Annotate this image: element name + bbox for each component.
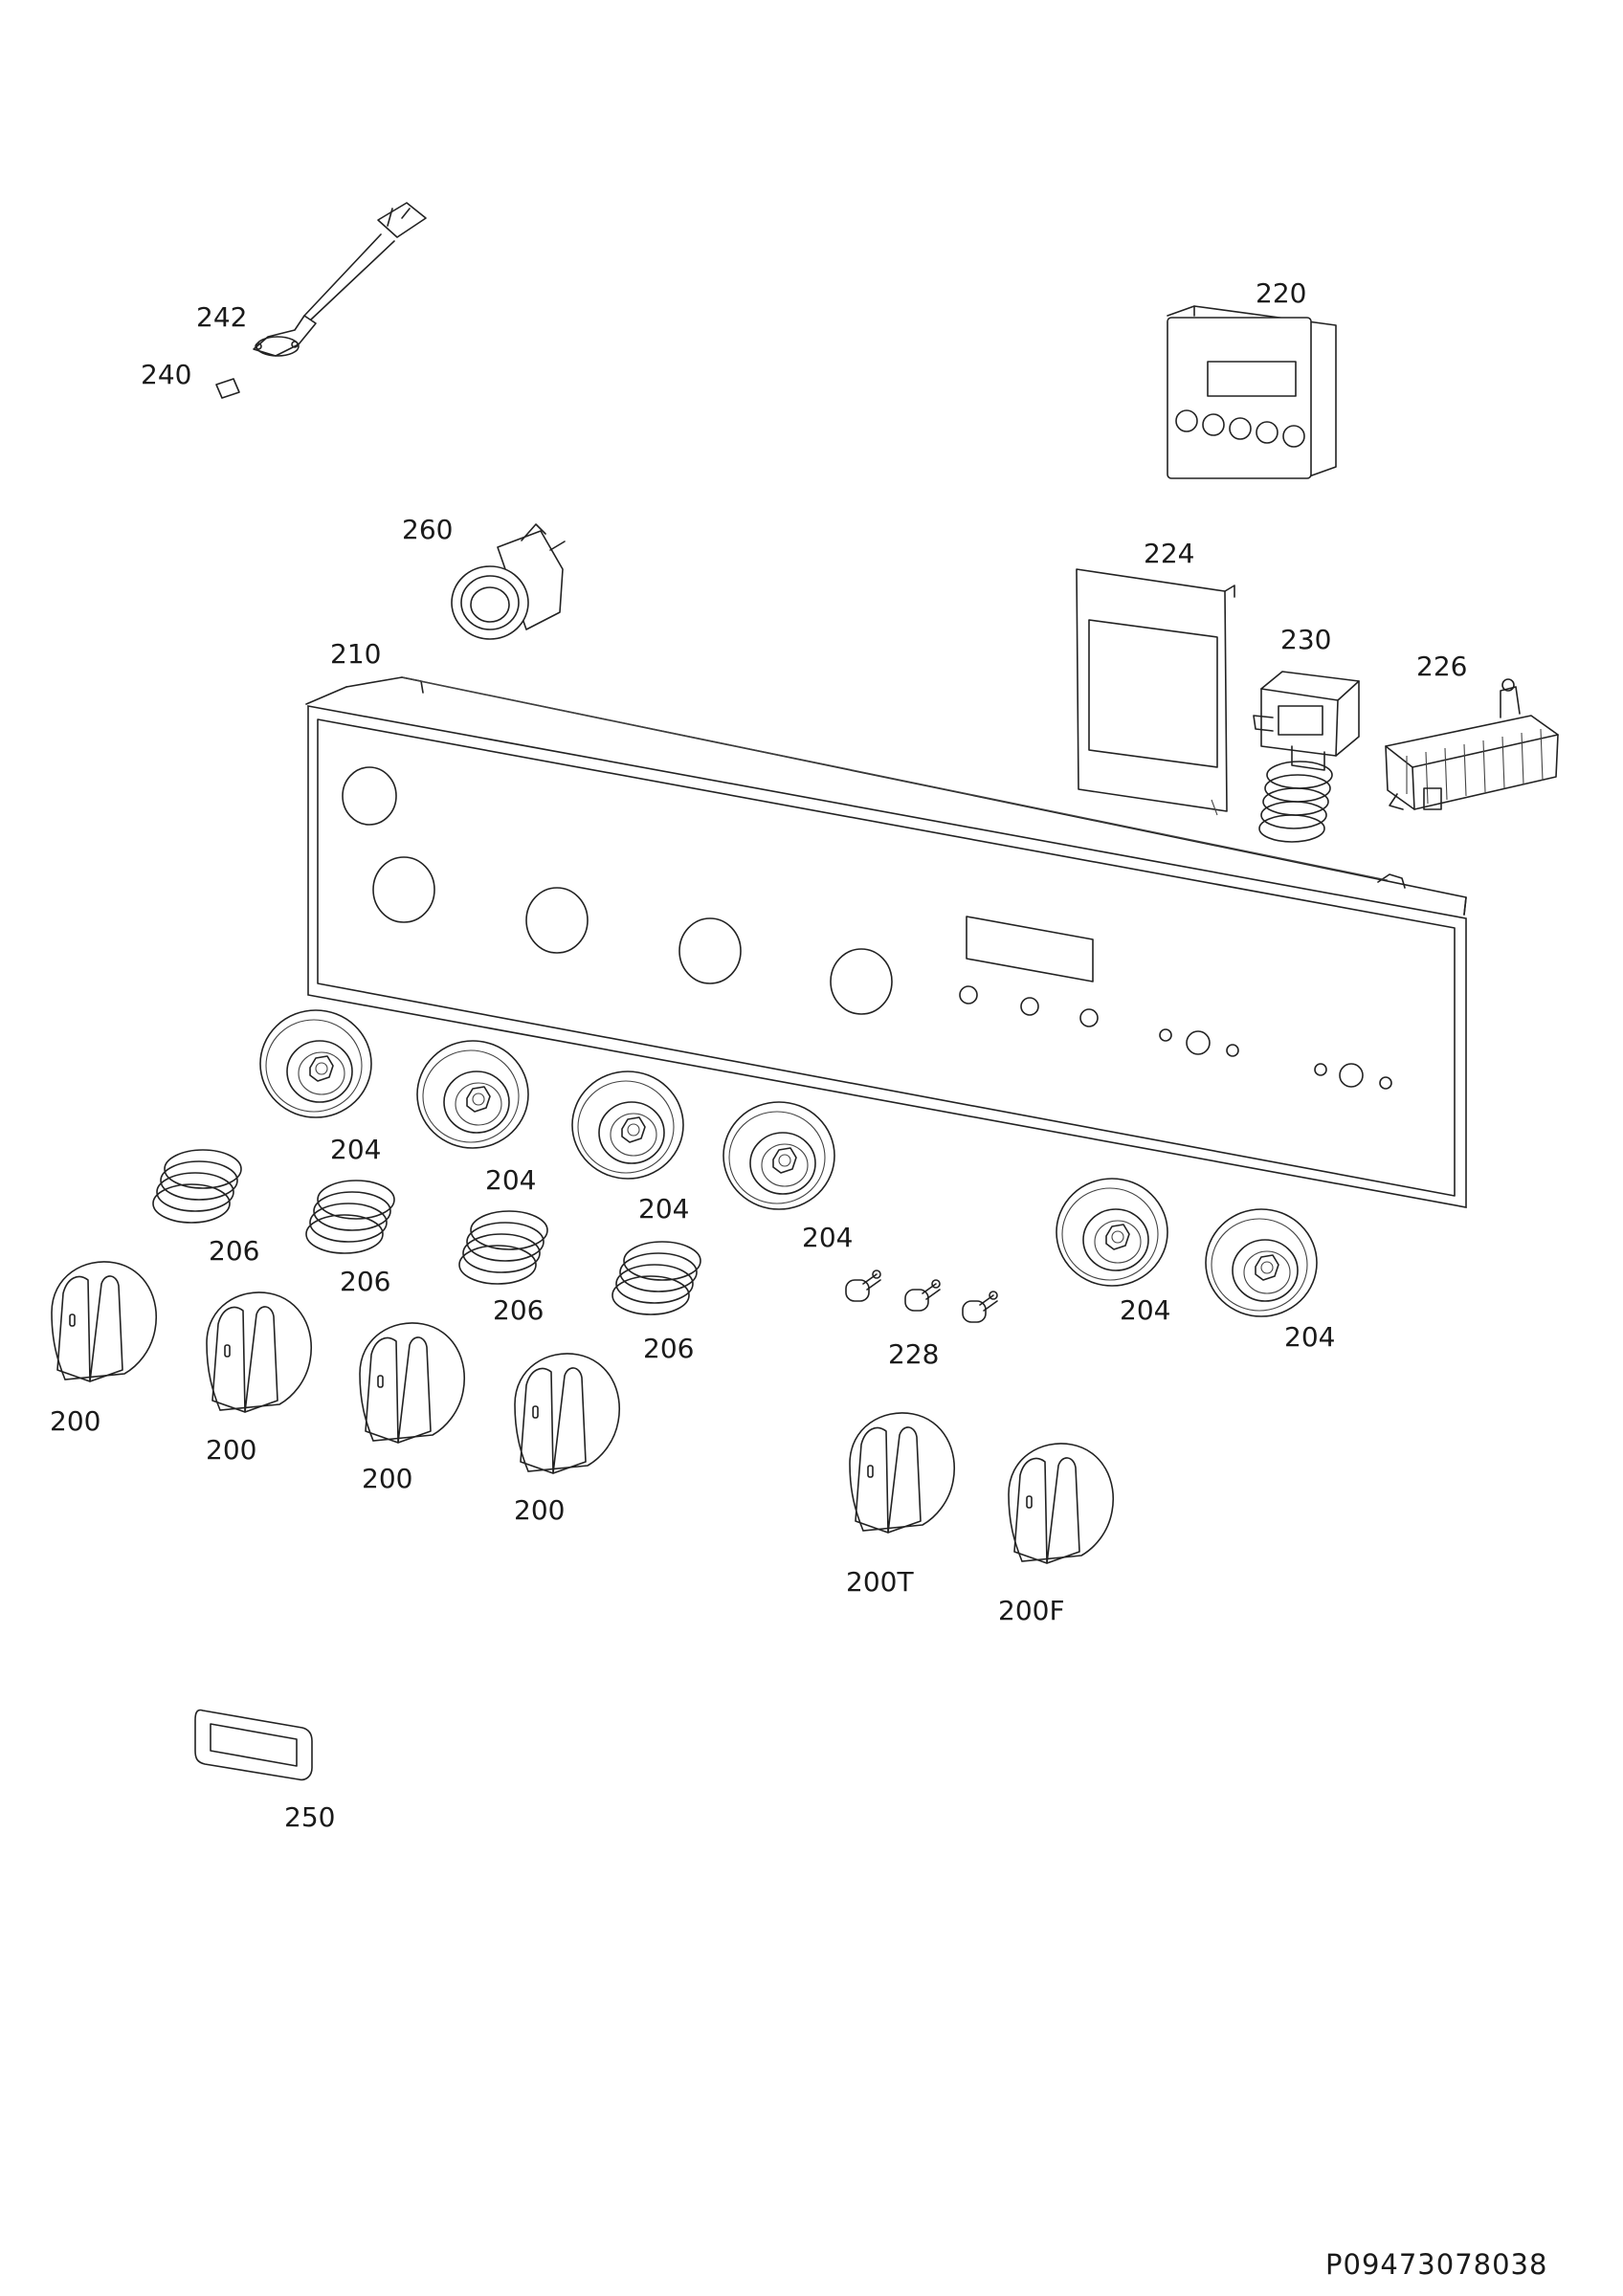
thermostat-part xyxy=(1253,671,1360,843)
part-label-200-a: 200 xyxy=(50,1405,101,1437)
part-label-206-b: 206 xyxy=(340,1266,391,1297)
part-label-204-c: 204 xyxy=(638,1193,690,1225)
part-label-204-e: 204 xyxy=(1120,1294,1171,1326)
part-label-240: 240 xyxy=(141,359,192,390)
display-window-part xyxy=(194,1709,313,1781)
spring-parts xyxy=(152,1149,701,1315)
part-label-228: 228 xyxy=(888,1338,940,1370)
timer-module-part xyxy=(1167,305,1337,479)
part-label-204-d: 204 xyxy=(802,1222,854,1253)
part-label-200F: 200F xyxy=(998,1595,1065,1626)
part-label-206-d: 206 xyxy=(643,1333,695,1364)
part-label-210: 210 xyxy=(330,638,382,670)
part-label-226: 226 xyxy=(1416,651,1468,682)
part-label-200T: 200T xyxy=(846,1566,914,1598)
display-bracket-part xyxy=(1076,568,1235,816)
screw-parts xyxy=(845,1269,998,1323)
part-label-204-b: 204 xyxy=(485,1164,537,1196)
part-label-224: 224 xyxy=(1144,538,1195,569)
part-label-200-c: 200 xyxy=(362,1463,413,1494)
part-label-230: 230 xyxy=(1280,624,1332,655)
part-label-206-a: 206 xyxy=(209,1235,260,1267)
part-label-242: 242 xyxy=(196,301,248,333)
control-panel-part xyxy=(305,676,1467,1208)
part-label-200-b: 200 xyxy=(206,1434,257,1466)
lamp-wiring-part xyxy=(253,202,427,357)
part-label-220: 220 xyxy=(1256,277,1307,309)
part-label-204-f: 204 xyxy=(1284,1321,1336,1353)
document-code: P09473078038 xyxy=(1325,2248,1548,2281)
lamp-lens-part xyxy=(215,378,240,399)
selector-switch-part xyxy=(1385,678,1559,810)
control-knob-parts xyxy=(51,1261,1115,1564)
part-label-200-d: 200 xyxy=(514,1494,566,1526)
part-label-206-c: 206 xyxy=(493,1294,545,1326)
part-label-250: 250 xyxy=(284,1801,336,1833)
part-label-260: 260 xyxy=(402,514,454,545)
part-label-204-a: 204 xyxy=(330,1134,382,1165)
push-switch-part xyxy=(451,523,566,640)
